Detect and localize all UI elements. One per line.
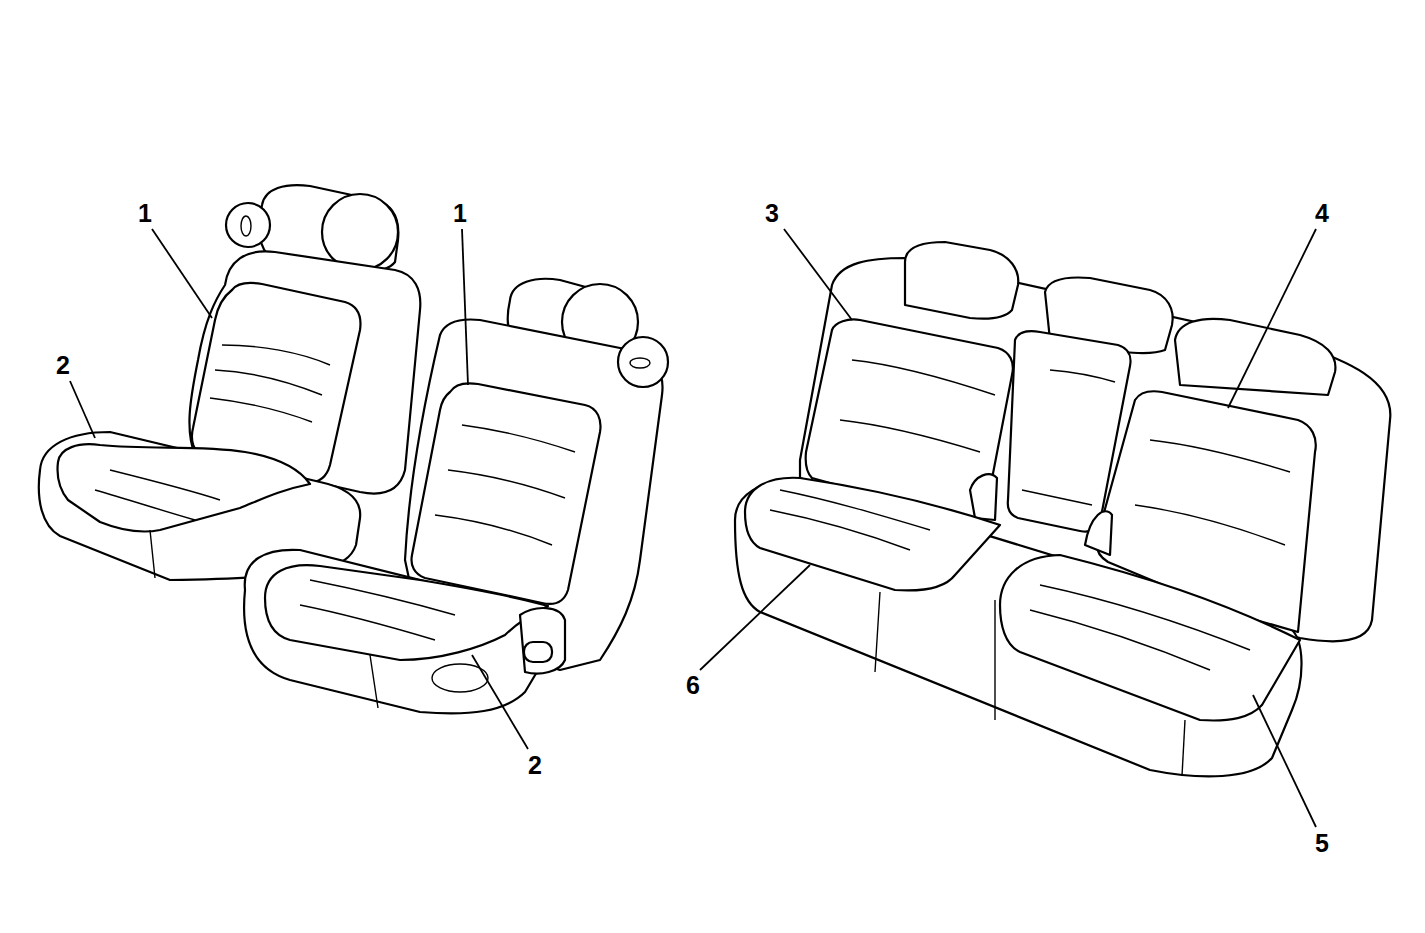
callout-number: 2 xyxy=(56,353,70,378)
left-front-seat xyxy=(39,185,421,580)
callout-number: 1 xyxy=(453,201,467,226)
callout-number: 4 xyxy=(1315,201,1329,226)
callout-number: 1 xyxy=(138,201,152,226)
callout-number: 3 xyxy=(765,201,779,226)
callout-number: 5 xyxy=(1315,831,1329,856)
leader-lines xyxy=(70,229,1316,827)
callout-number: 2 xyxy=(528,753,542,778)
callout-number: 6 xyxy=(686,673,700,698)
rear-bench-seat xyxy=(735,242,1390,776)
right-front-seat xyxy=(244,279,668,714)
